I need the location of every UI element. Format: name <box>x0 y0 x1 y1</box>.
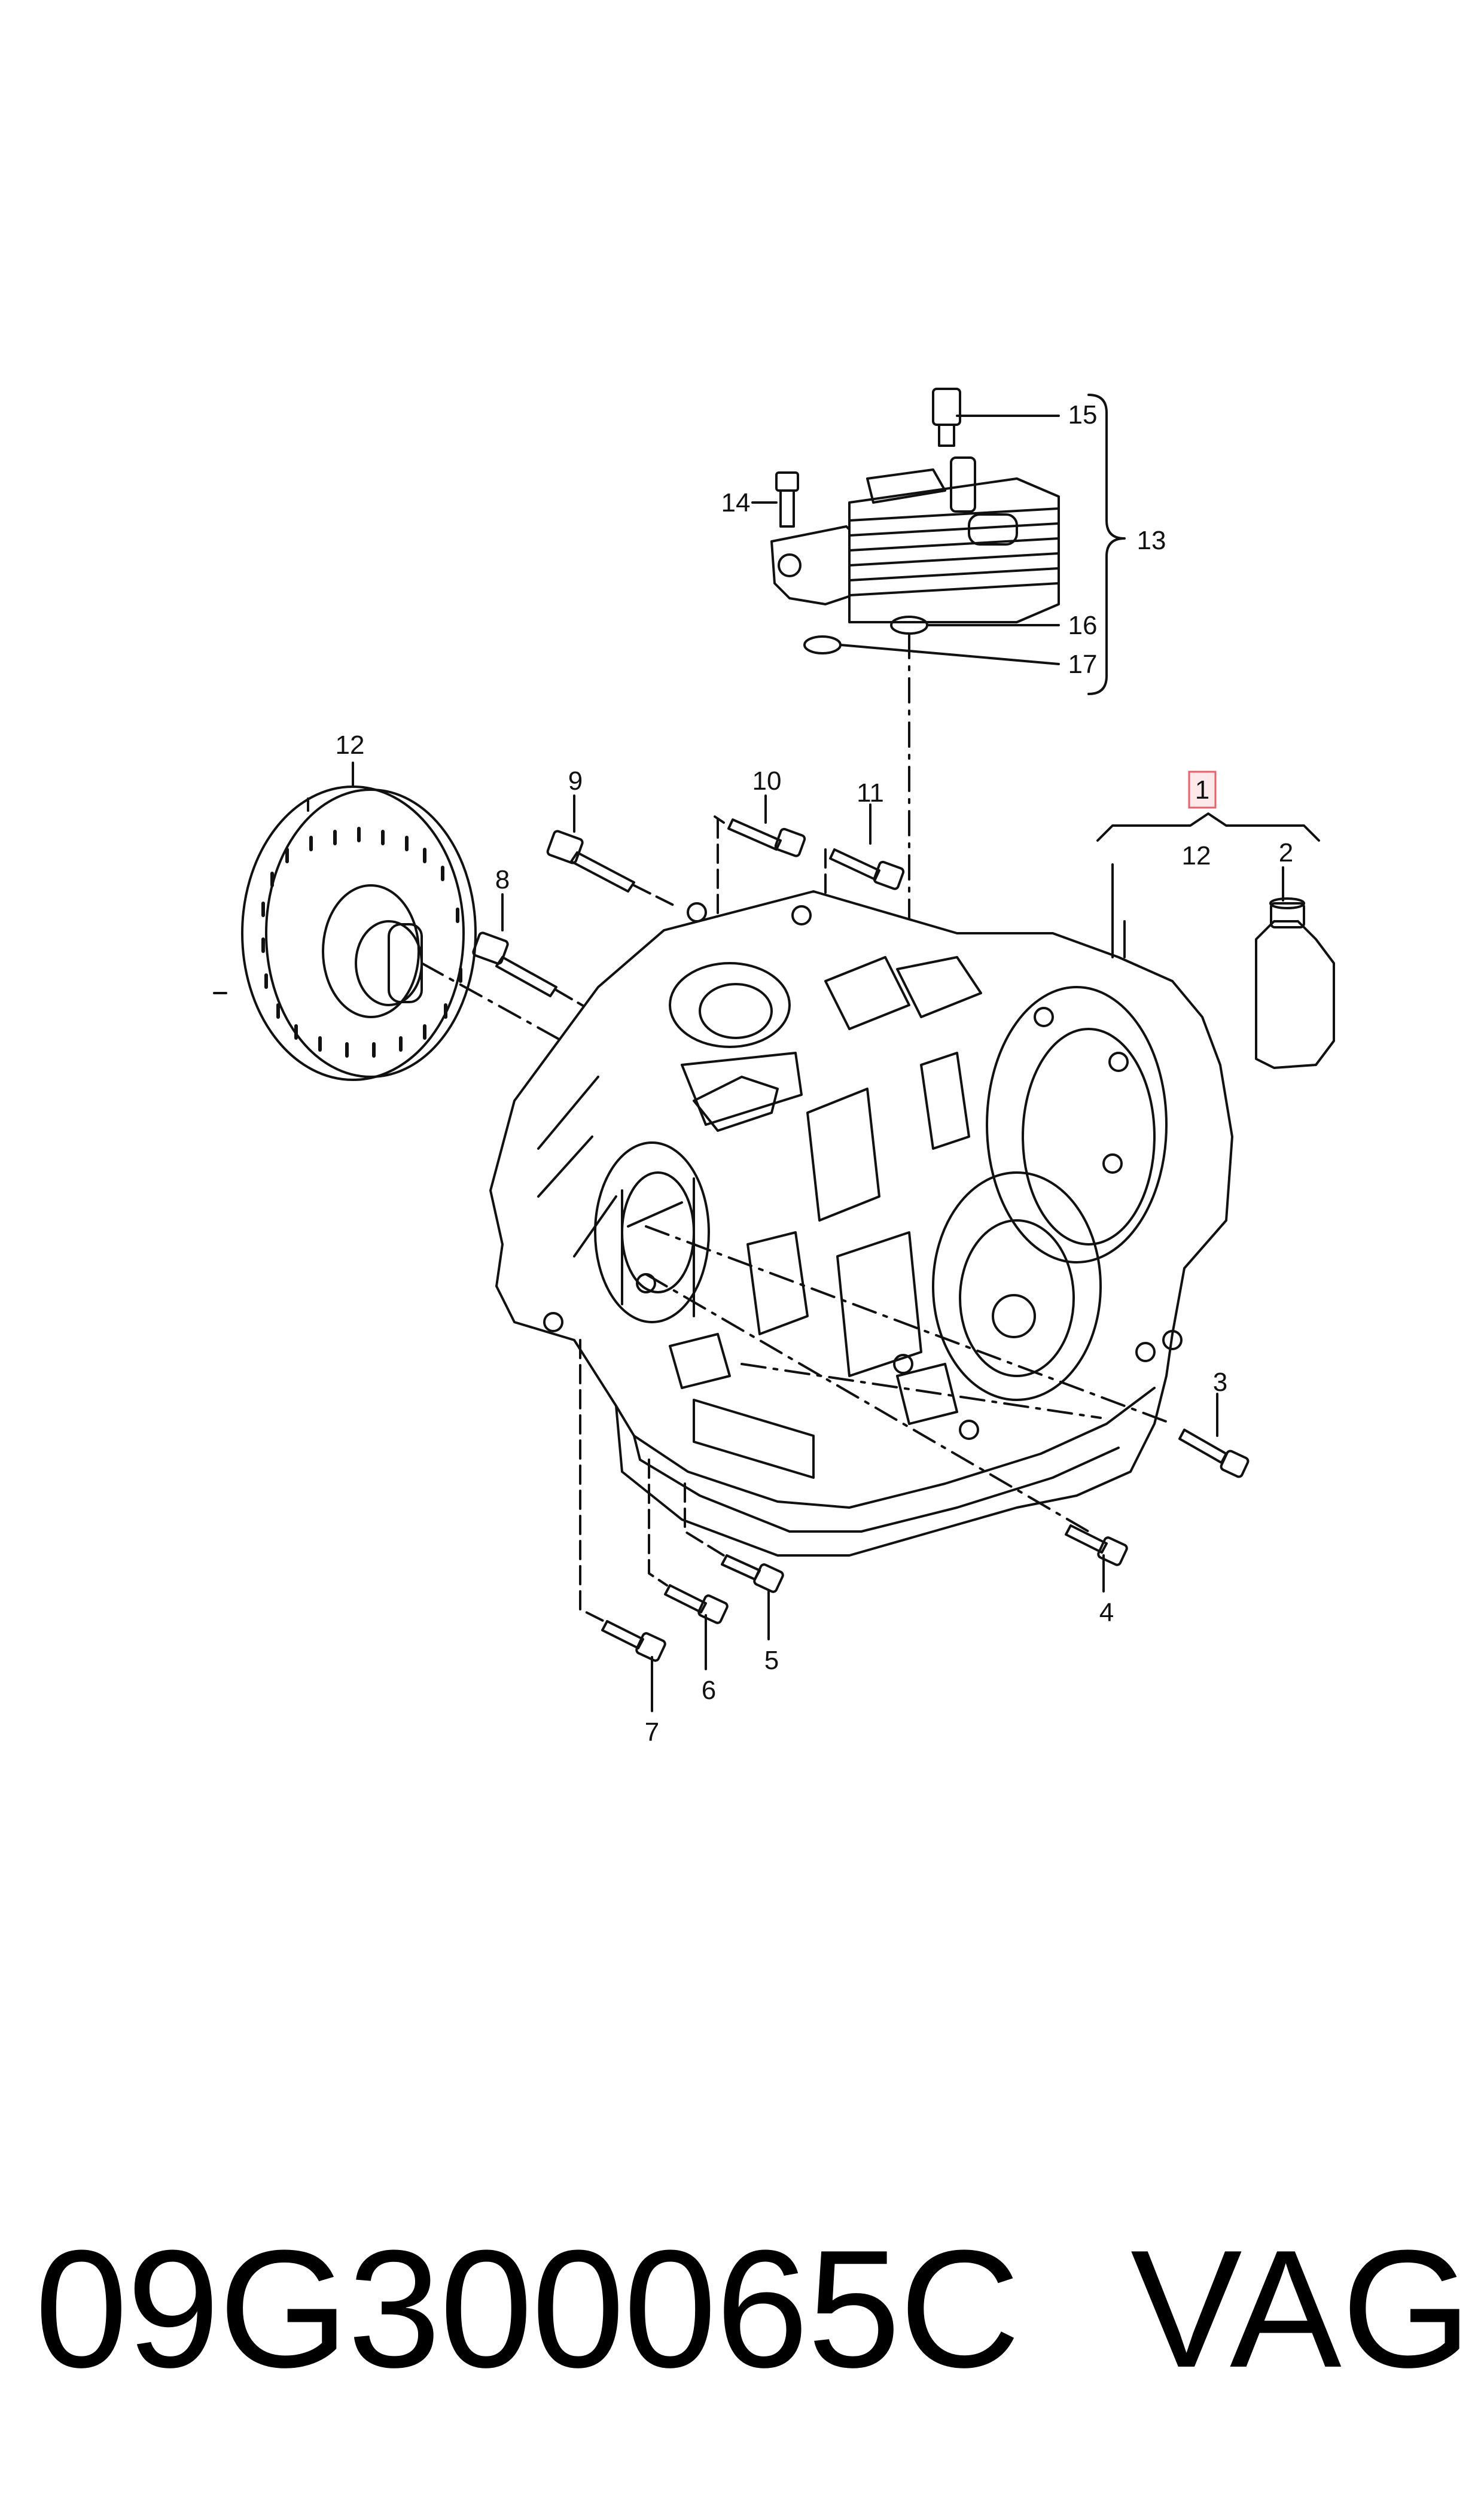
transmission-housing <box>489 890 1233 1557</box>
callout-12-group: 12 <box>1182 841 1211 870</box>
callout-13: 13 <box>1137 526 1166 555</box>
callout-16: 16 <box>1068 611 1098 640</box>
callout-10: 10 <box>752 766 782 796</box>
callout-15: 15 <box>1068 400 1098 430</box>
torque-converter <box>213 762 477 1081</box>
bolt-7 <box>579 1339 666 1712</box>
callout-9: 9 <box>568 766 583 796</box>
callout-1-highlight <box>1188 771 1217 809</box>
bolt-8 <box>472 893 593 1012</box>
bolt-3 <box>1178 1393 1250 1478</box>
exploded-parts-diagram: 1 2 3 4 5 6 7 8 9 10 11 12 12 13 14 15 1… <box>213 388 1335 1747</box>
bolt-6 <box>648 1459 729 1670</box>
callout-5: 5 <box>764 1646 779 1675</box>
callout-14: 14 <box>721 488 751 517</box>
bolt-4 <box>1065 1524 1128 1593</box>
callout-4: 4 <box>1099 1598 1114 1627</box>
bolt-paths <box>645 1225 1174 1533</box>
temperature-sensor <box>932 388 1060 447</box>
callout-2: 2 <box>1279 838 1293 867</box>
callout-8: 8 <box>495 865 510 894</box>
oil-bottle <box>1255 897 1335 1069</box>
oil-cooler <box>770 456 1060 623</box>
callout-3: 3 <box>1213 1368 1227 1397</box>
sealing-rings <box>803 616 1060 665</box>
bolt-5 <box>684 1482 784 1640</box>
callout-1: 1 <box>1195 775 1209 805</box>
bolt-9 <box>546 794 677 908</box>
group-brace-13 <box>1087 394 1126 695</box>
part-number: 09G300065C <box>35 2216 1020 2403</box>
bolt-14 <box>751 471 799 528</box>
bolt-11 <box>824 803 905 940</box>
group-bracket-1 <box>1096 812 1320 842</box>
callout-17: 17 <box>1068 650 1098 679</box>
brand-name: VAG <box>1130 2216 1472 2403</box>
callout-12-converter: 12 <box>336 730 365 760</box>
callout-11: 11 <box>857 778 884 808</box>
callout-6: 6 <box>702 1676 716 1705</box>
callout-7: 7 <box>645 1718 659 1747</box>
